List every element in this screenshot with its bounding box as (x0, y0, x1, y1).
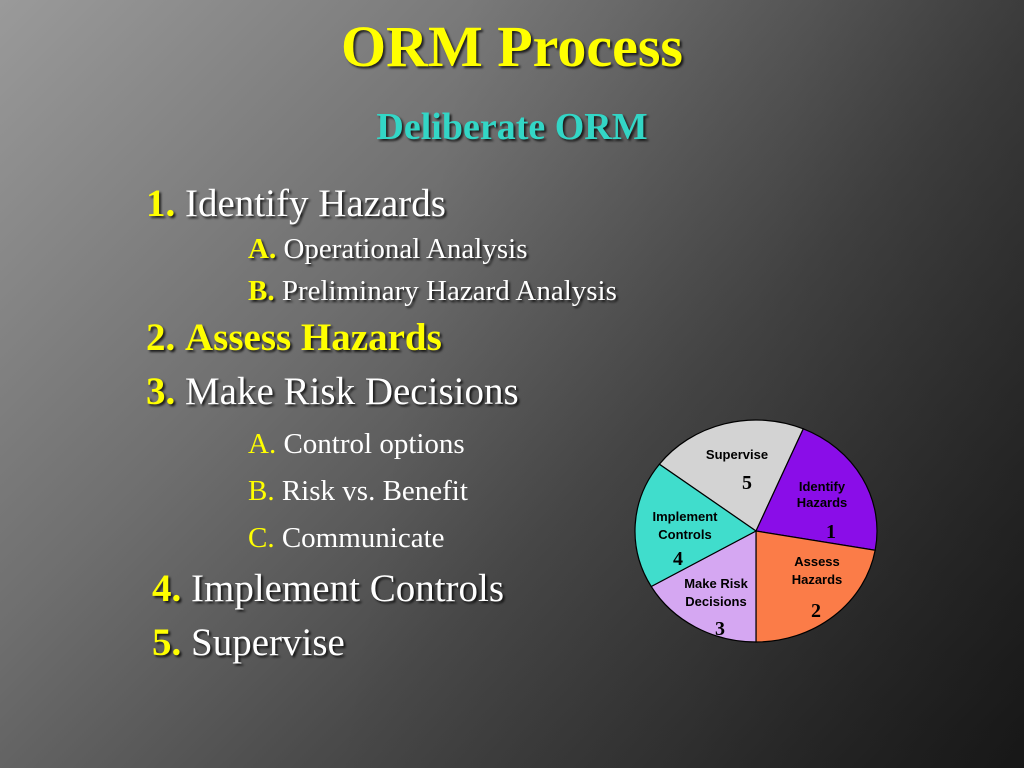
step-implement-controls: 4. Implement Controls (152, 569, 504, 608)
pie-slice-3 (755, 530, 876, 643)
substep-letter: A. (248, 233, 277, 265)
substep-communicate: C. Communicate (248, 524, 445, 553)
pie-slice-label: Hazards (792, 572, 843, 587)
substep-letter: A. (248, 428, 277, 460)
pie-slice-label: Implement (652, 509, 718, 524)
pie-slice-number: 5 (742, 472, 752, 494)
step-number: 1. (146, 182, 176, 225)
substep-letter: B. (248, 475, 275, 507)
substep-preliminary-hazard-analysis: B. Preliminary Hazard Analysis (248, 277, 617, 306)
pie-slice-number: 4 (673, 548, 683, 570)
step-make-risk-decisions: 3. Make Risk Decisions (146, 372, 519, 411)
pie-slice-1 (658, 419, 805, 532)
pie-slice-number: 3 (715, 618, 725, 640)
substep-text: Risk vs. Benefit (281, 475, 468, 507)
pie-slice-number: 2 (811, 600, 821, 622)
substep-operational-analysis: A. Operational Analysis (248, 235, 528, 264)
pie-slice-label: Decisions (685, 594, 746, 609)
pie-slice-2 (755, 428, 878, 551)
pie-slice-4 (650, 530, 757, 643)
substep-text: Preliminary Hazard Analysis (281, 275, 617, 307)
step-text: Assess Hazards (185, 316, 442, 359)
step-assess-hazards: 2. Assess Hazards (146, 318, 442, 357)
step-identify-hazards: 1. Identify Hazards (146, 184, 446, 223)
substep-text: Communicate (281, 522, 445, 554)
substep-letter: B. (248, 275, 275, 307)
step-text: Implement Controls (191, 567, 505, 610)
step-supervise: 5. Supervise (152, 623, 345, 662)
substep-letter: C. (248, 522, 275, 554)
step-text: Identify Hazards (185, 182, 446, 225)
step-number: 2 (146, 316, 166, 359)
pie-slice-label: Controls (658, 527, 711, 542)
slide-subtitle: Deliberate ORM (376, 106, 648, 148)
step-text: Supervise (191, 621, 345, 664)
step-number: 4. (152, 567, 182, 610)
pie-slice-number: 1 (826, 521, 836, 543)
pie-slice-label: Supervise (706, 447, 768, 462)
pie-slices (634, 419, 878, 643)
substep-risk-vs-benefit: B. Risk vs. Benefit (248, 477, 468, 506)
step-number: 3. (146, 370, 176, 413)
step-number: 5. (152, 621, 182, 664)
substep-text: Control options (283, 428, 465, 460)
step-text: Make Risk Decisions (185, 370, 519, 413)
substep-control-options: A. Control options (248, 430, 465, 459)
pie-slice-label: Assess (794, 554, 840, 569)
step-separator: . (165, 316, 176, 359)
slide-title: ORM Process (341, 14, 683, 79)
pie-slice-5 (634, 463, 758, 588)
pie-slice-label: Hazards (797, 495, 848, 510)
substep-text: Operational Analysis (283, 233, 528, 265)
pie-slice-label: Identify (799, 479, 846, 494)
pie-slice-label: Make Risk (684, 576, 748, 591)
